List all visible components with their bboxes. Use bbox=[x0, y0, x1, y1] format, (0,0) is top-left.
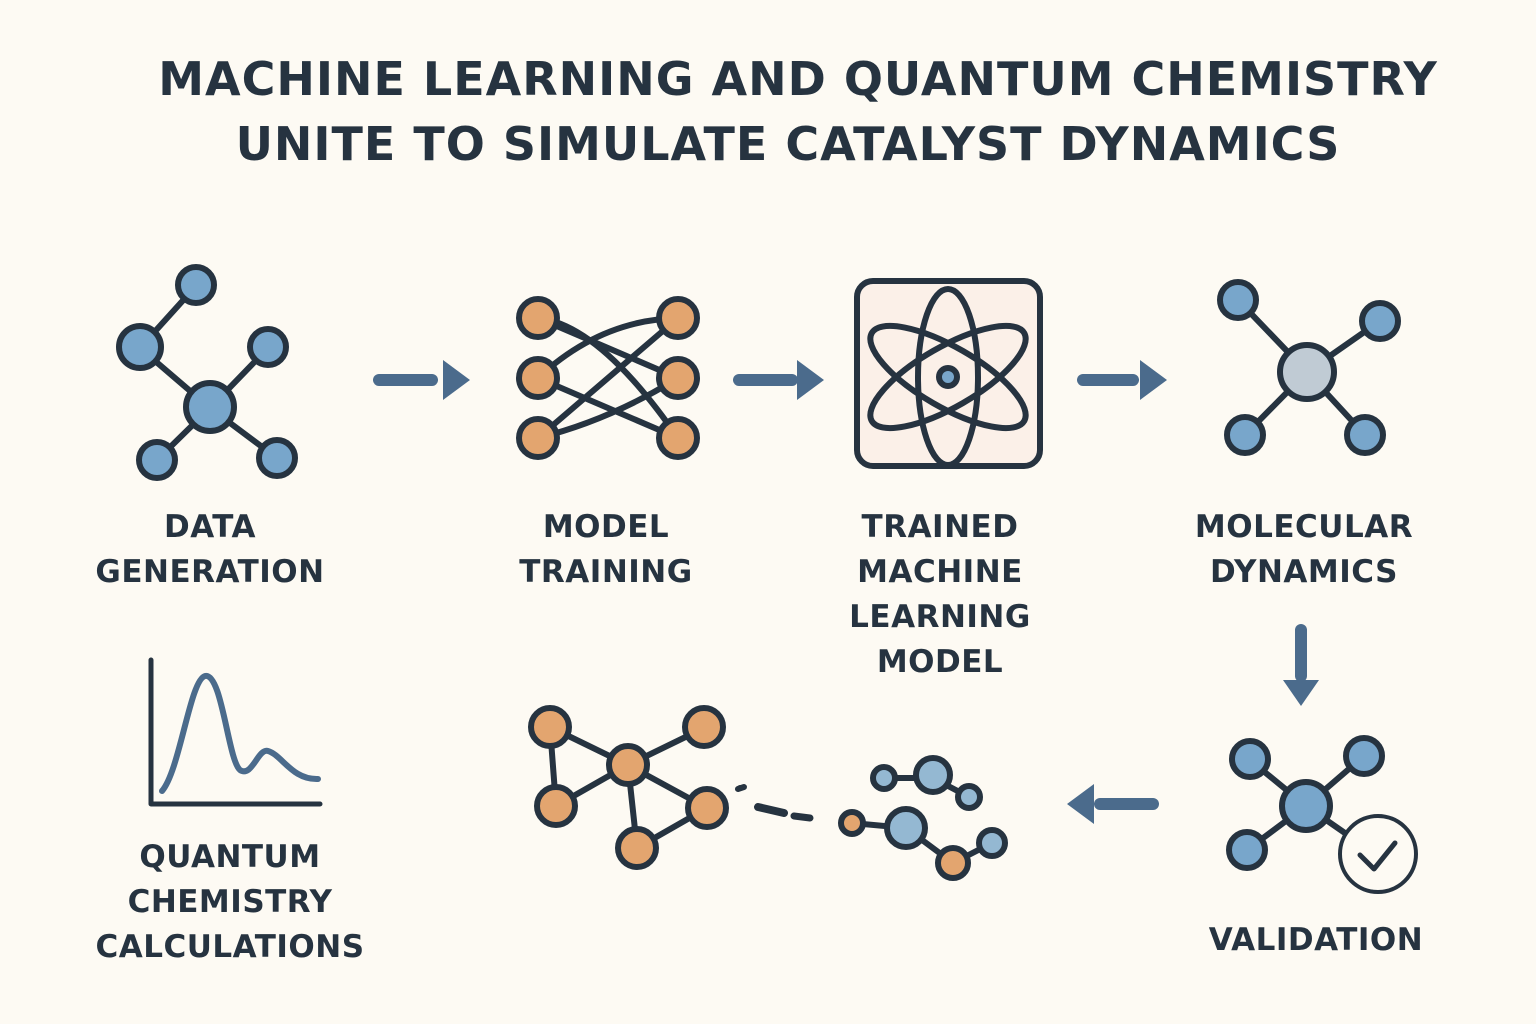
molecule-network-icon bbox=[116, 264, 298, 481]
label-line: CHEMISTRY bbox=[127, 884, 333, 920]
label-line: GENERATION bbox=[95, 554, 325, 590]
catalyst-reaction-icon bbox=[528, 705, 1008, 881]
label-line: TRAINED bbox=[861, 509, 1019, 545]
spectrum-chart-icon bbox=[148, 657, 323, 807]
step-label-quantum-chemistry: QUANTUM CHEMISTRY CALCULATIONS bbox=[80, 835, 380, 970]
step-label-model-training: MODEL TRAINING bbox=[456, 505, 756, 595]
arrow-right-icon bbox=[733, 360, 824, 400]
label-line: CALCULATIONS bbox=[95, 929, 365, 965]
title-line-2: UNITE TO SIMULATE CATALYST DYNAMICS bbox=[235, 117, 1341, 171]
label-line: MACHINE bbox=[857, 554, 1023, 590]
checkmark-circle-icon bbox=[1338, 814, 1418, 894]
step-label-validation: VALIDATION bbox=[1166, 918, 1466, 963]
neural-network-icon bbox=[516, 296, 700, 460]
label-line: MODEL bbox=[542, 509, 670, 545]
step-label-data-generation: DATA GENERATION bbox=[60, 505, 360, 595]
label-line: VALIDATION bbox=[1208, 922, 1424, 958]
step-label-trained-model: TRAINED MACHINE LEARNING MODEL bbox=[790, 505, 1090, 685]
dashed-bond bbox=[735, 784, 814, 822]
step-label-molecular-dynamics: MOLECULAR DYNAMICS bbox=[1154, 505, 1454, 595]
arrow-down-icon bbox=[1283, 624, 1319, 706]
label-line: DATA bbox=[163, 509, 257, 545]
arrow-right-icon bbox=[373, 360, 470, 400]
arrow-right-icon bbox=[1077, 360, 1167, 400]
label-line: LEARNING bbox=[849, 599, 1031, 635]
label-line: MOLECULAR bbox=[1194, 509, 1414, 545]
molecule-hub-icon bbox=[1217, 279, 1401, 456]
validated-molecule-icon bbox=[1226, 735, 1418, 894]
title-line-1: MACHINE LEARNING AND QUANTUM CHEMISTRY bbox=[158, 52, 1438, 106]
label-line: MODEL bbox=[876, 644, 1004, 680]
label-line: QUANTUM bbox=[139, 839, 321, 875]
label-line: TRAINING bbox=[519, 554, 693, 590]
arrow-left-icon bbox=[1067, 784, 1159, 824]
atom-icon bbox=[854, 278, 1043, 469]
label-line: DYNAMICS bbox=[1210, 554, 1398, 590]
